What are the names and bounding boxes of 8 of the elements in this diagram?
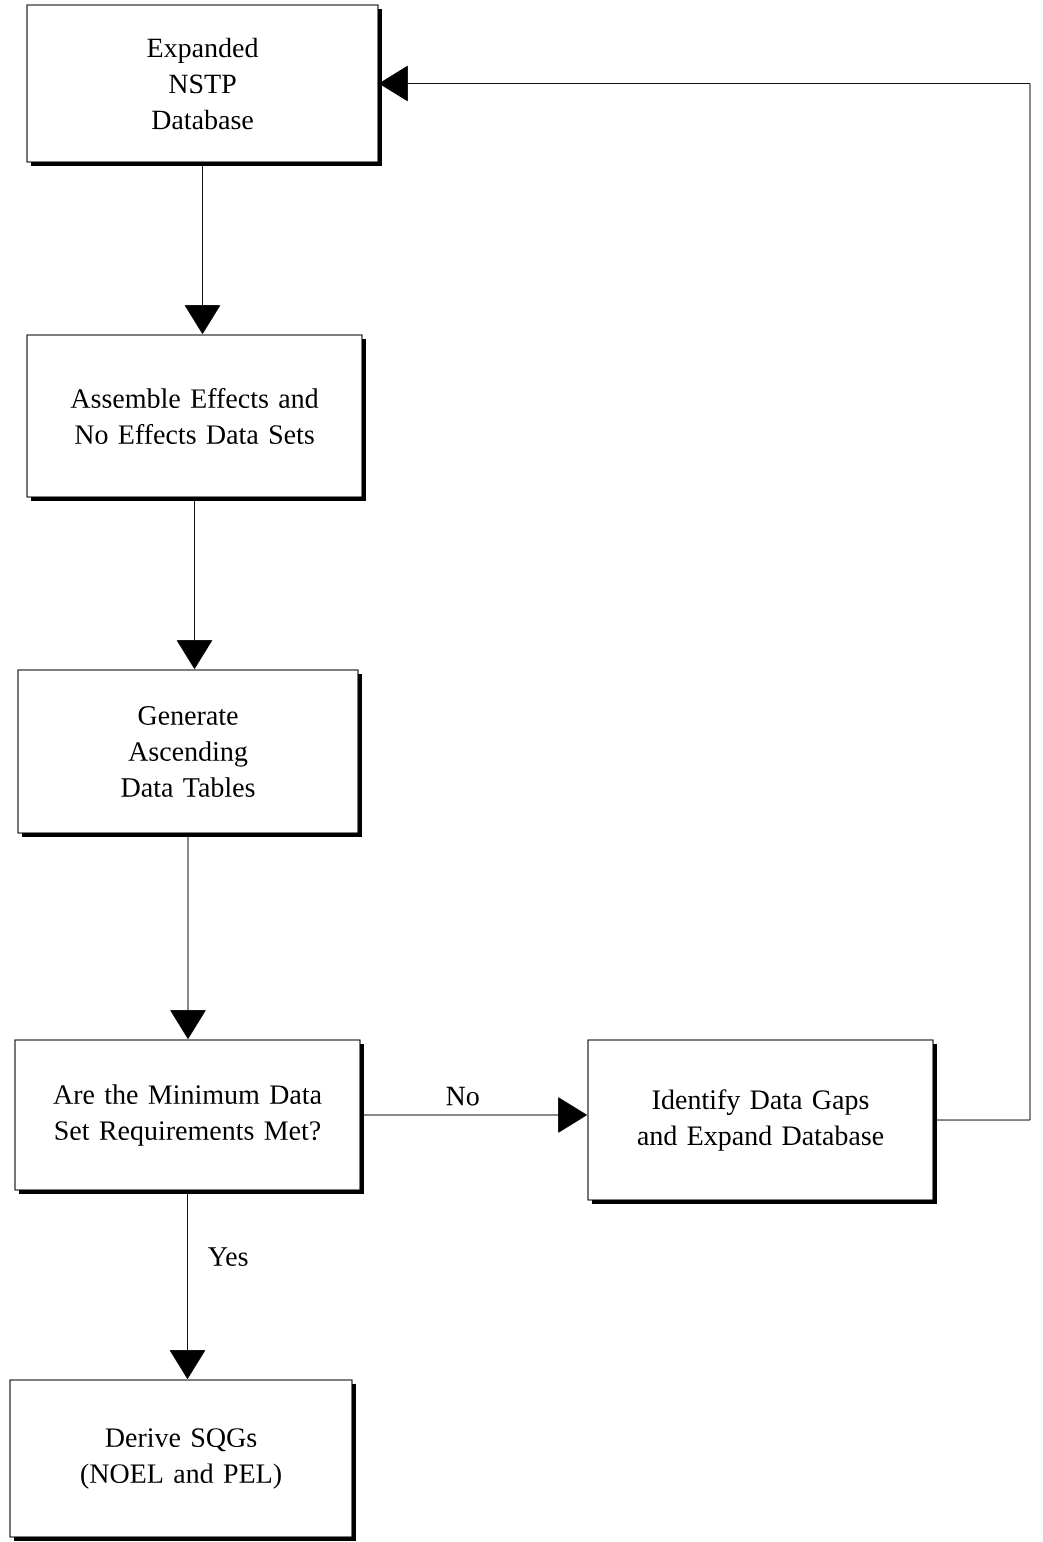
process-box: Generate Ascending Data Tables	[17, 669, 362, 837]
edge-label: No	[446, 1086, 479, 1106]
process-box: Assemble Effects and No Effects Data Sets	[26, 334, 366, 501]
process-box: Identify Data Gaps and Expand Database	[587, 1039, 937, 1204]
process-box: Derive SQGs (NOEL and PEL)	[9, 1379, 356, 1541]
process-box: Are the Minimum Data Set Requirements Met?	[14, 1039, 364, 1194]
process-box: Expanded NSTP Database	[26, 4, 382, 166]
edge-label: Yes	[208, 1247, 248, 1266]
